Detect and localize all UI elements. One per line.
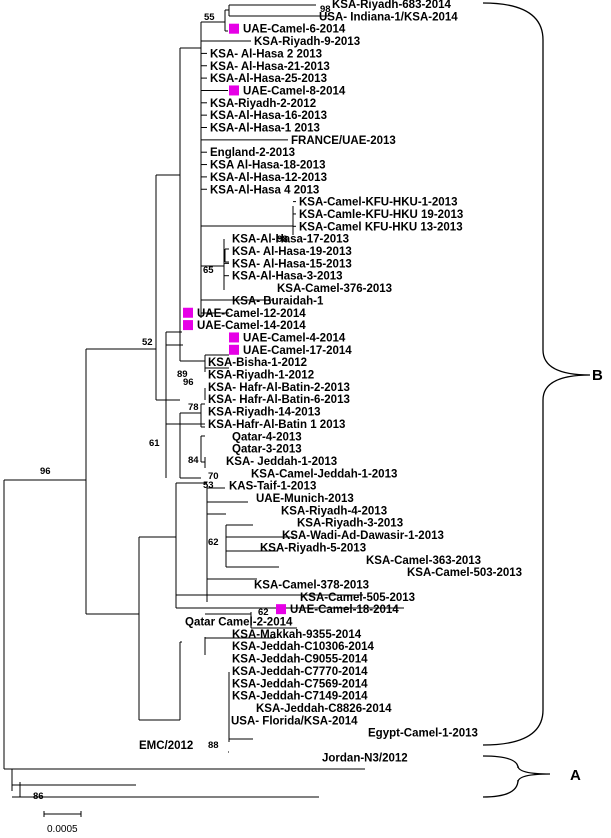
camel-sample-marker	[229, 23, 239, 34]
leaf-label: USA- Indiana-1/KSA-2014	[319, 11, 458, 23]
bootstrap-value: 96	[40, 466, 51, 477]
clade-b-brace	[482, 2, 591, 746]
leaf-label: UAE-Camel-17-2014	[243, 345, 352, 357]
leaf-label: UAE-Munich-2013	[256, 493, 354, 505]
leaf-label: KAS-Taif-1-2013	[229, 481, 316, 493]
leaf-label: KSA-Camel-505-2013	[300, 592, 415, 604]
leaf-label: EMC/2012	[139, 740, 193, 752]
leaf-label: KSA-Al-Hasa-12-2013	[210, 172, 327, 184]
leaf-label: KSA-Camel-378-2013	[254, 579, 369, 591]
leaf-label: KSA-Riyadh-5-2013	[260, 542, 366, 554]
leaf-label: KSA-Al-Hasa-25-2013	[210, 73, 327, 85]
leaf-label: KSA-Hafr-Al-Batin 1 2013	[208, 419, 345, 431]
leaf-label: KSA-Al-Hasa-17-2013	[232, 234, 349, 246]
camel-sample-marker	[276, 604, 286, 615]
bootstrap-value: 89	[177, 369, 188, 380]
leaf-label: KSA Al-Hasa-18-2013	[210, 160, 325, 172]
leaf-label: KSA-Camel-503-2013	[407, 567, 522, 579]
leaf-label: KSA-Riyadh-14-2013	[208, 407, 320, 419]
sample-markers	[183, 23, 286, 615]
leaf-label: KSA-Riyadh-4-2013	[281, 505, 387, 517]
bootstrap-value: 98	[320, 4, 331, 15]
leaf-label: UAE-Camel-8-2014	[243, 85, 346, 97]
leaf-label: KSA- Al-Hasa-15-2013	[232, 258, 352, 270]
bootstrap-value: 62	[208, 537, 219, 548]
leaf-label: FRANCE/UAE-2013	[291, 135, 396, 147]
camel-sample-marker	[229, 332, 239, 343]
leaf-label: KSA-Riyadh-683-2014	[332, 0, 451, 11]
camel-sample-marker	[229, 85, 239, 96]
leaf-label: Qatar-3-2013	[232, 444, 302, 456]
leaf-label: KSA-Camel KFU-HKU 13-2013	[299, 221, 463, 233]
leaf-label: KSA-Camle-KFU-HKU 19-2013	[299, 209, 463, 221]
leaf-label: KSA-Camel-376-2013	[277, 283, 392, 295]
camel-sample-marker	[183, 307, 193, 318]
leaf-label: UAE-Camel-18-2014	[290, 604, 399, 616]
leaf-label: KSA- Hafr-Al-Batin-2-2013	[208, 382, 350, 394]
camel-sample-marker	[183, 320, 193, 331]
leaf-label: UAE-Camel-12-2014	[197, 308, 306, 320]
scale-bar-label: 0.0005	[47, 824, 78, 835]
bootstrap-value: 53	[203, 480, 214, 491]
leaf-label: KSA-Riyadh-3-2013	[297, 518, 403, 530]
leaf-label: KSA-Jeddah-C8826-2014	[256, 703, 392, 715]
leaf-label: Jordan-N3/2012	[322, 752, 408, 764]
bootstrap-value: 55	[204, 12, 215, 23]
leaf-label: KSA-Camel-KFU-HKU-1-2013	[299, 197, 457, 209]
leaf-label: KSA-Al-Hasa-16-2013	[210, 110, 327, 122]
bootstrap-value: 96	[183, 377, 194, 388]
leaf-label: KSA- Buraidah-1	[232, 295, 324, 307]
leaf-label: UAE-Camel-6-2014	[243, 24, 346, 36]
leaf-label: KSA- Hafr-Al-Batin-6-2013	[208, 394, 350, 406]
bootstrap-value: 65	[203, 265, 214, 276]
leaf-label: KSA-Camel-Jeddah-1-2013	[251, 468, 397, 480]
leaf-label: KSA-Al-Hasa 4 2013	[210, 184, 319, 196]
clade-a-brace	[482, 755, 551, 798]
clade-a-label: A	[570, 767, 581, 784]
leaf-label: KSA-Al-Hasa-1 2013	[210, 123, 320, 135]
tree-branches	[3, 4, 404, 798]
leaf-label: Egypt-Camel-1-2013	[368, 728, 478, 740]
leaf-label: England-2-2013	[210, 147, 295, 159]
leaf-label: KSA-Al-Hasa-3-2013	[232, 271, 343, 283]
leaf-label: KSA-Wadi-Ad-Dawasir-1-2013	[282, 530, 444, 542]
leaf-label: KSA-Riyadh-2-2012	[210, 98, 316, 110]
leaf-label: KSA- Al-Hasa 2 2013	[210, 48, 322, 60]
leaf-label: KSA-Riyadh-1-2012	[208, 370, 314, 382]
leaf-label: KSA-Jeddah-C10306-2014	[232, 641, 375, 653]
leaf-label: Qatar-4-2013	[232, 431, 302, 443]
leaf-label: UAE-Camel-4-2014	[243, 332, 346, 344]
leaf-label: KSA-Jeddah-C9055-2014	[232, 654, 368, 666]
bootstrap-value: 84	[188, 455, 199, 466]
bootstrap-value: 52	[142, 337, 153, 348]
bootstrap-value: 88	[208, 740, 219, 751]
leaf-label: KSA-Makkah-9355-2014	[232, 629, 362, 641]
bootstrap-value: 70	[208, 471, 219, 482]
leaf-label: KSA-Bisha-1-2012	[208, 357, 307, 369]
leaf-label: KSA-Jeddah-C7770-2014	[232, 666, 368, 678]
leaf-label: KSA- Jeddah-1-2013	[226, 456, 337, 468]
camel-sample-marker	[229, 344, 239, 355]
bootstrap-value: 78	[188, 402, 199, 413]
leaf-label: KSA-Riyadh-9-2013	[254, 36, 360, 48]
leaf-label: KSA- Al-Hasa-21-2013	[210, 61, 330, 73]
bootstrap-value: 86	[33, 791, 44, 802]
bootstrap-value: 62	[258, 607, 269, 618]
leaf-label: KSA-Jeddah-C7149-2014	[232, 691, 368, 703]
bootstrap-value: 98	[277, 234, 288, 245]
leaf-label: KSA-Camel-363-2013	[366, 555, 481, 567]
leaf-label: Qatar Camel-2-2014	[185, 617, 293, 629]
leaf-label: UAE-Camel-14-2014	[197, 320, 306, 332]
leaf-label: KSA- Al-Hasa-19-2013	[232, 246, 352, 258]
bootstrap-value: 61	[149, 438, 160, 449]
leaf-label: USA- Florida/KSA-2014	[231, 715, 358, 727]
leaf-label: KSA-Jeddah-C7569-2014	[232, 678, 368, 690]
clade-b-label: B	[592, 367, 603, 384]
